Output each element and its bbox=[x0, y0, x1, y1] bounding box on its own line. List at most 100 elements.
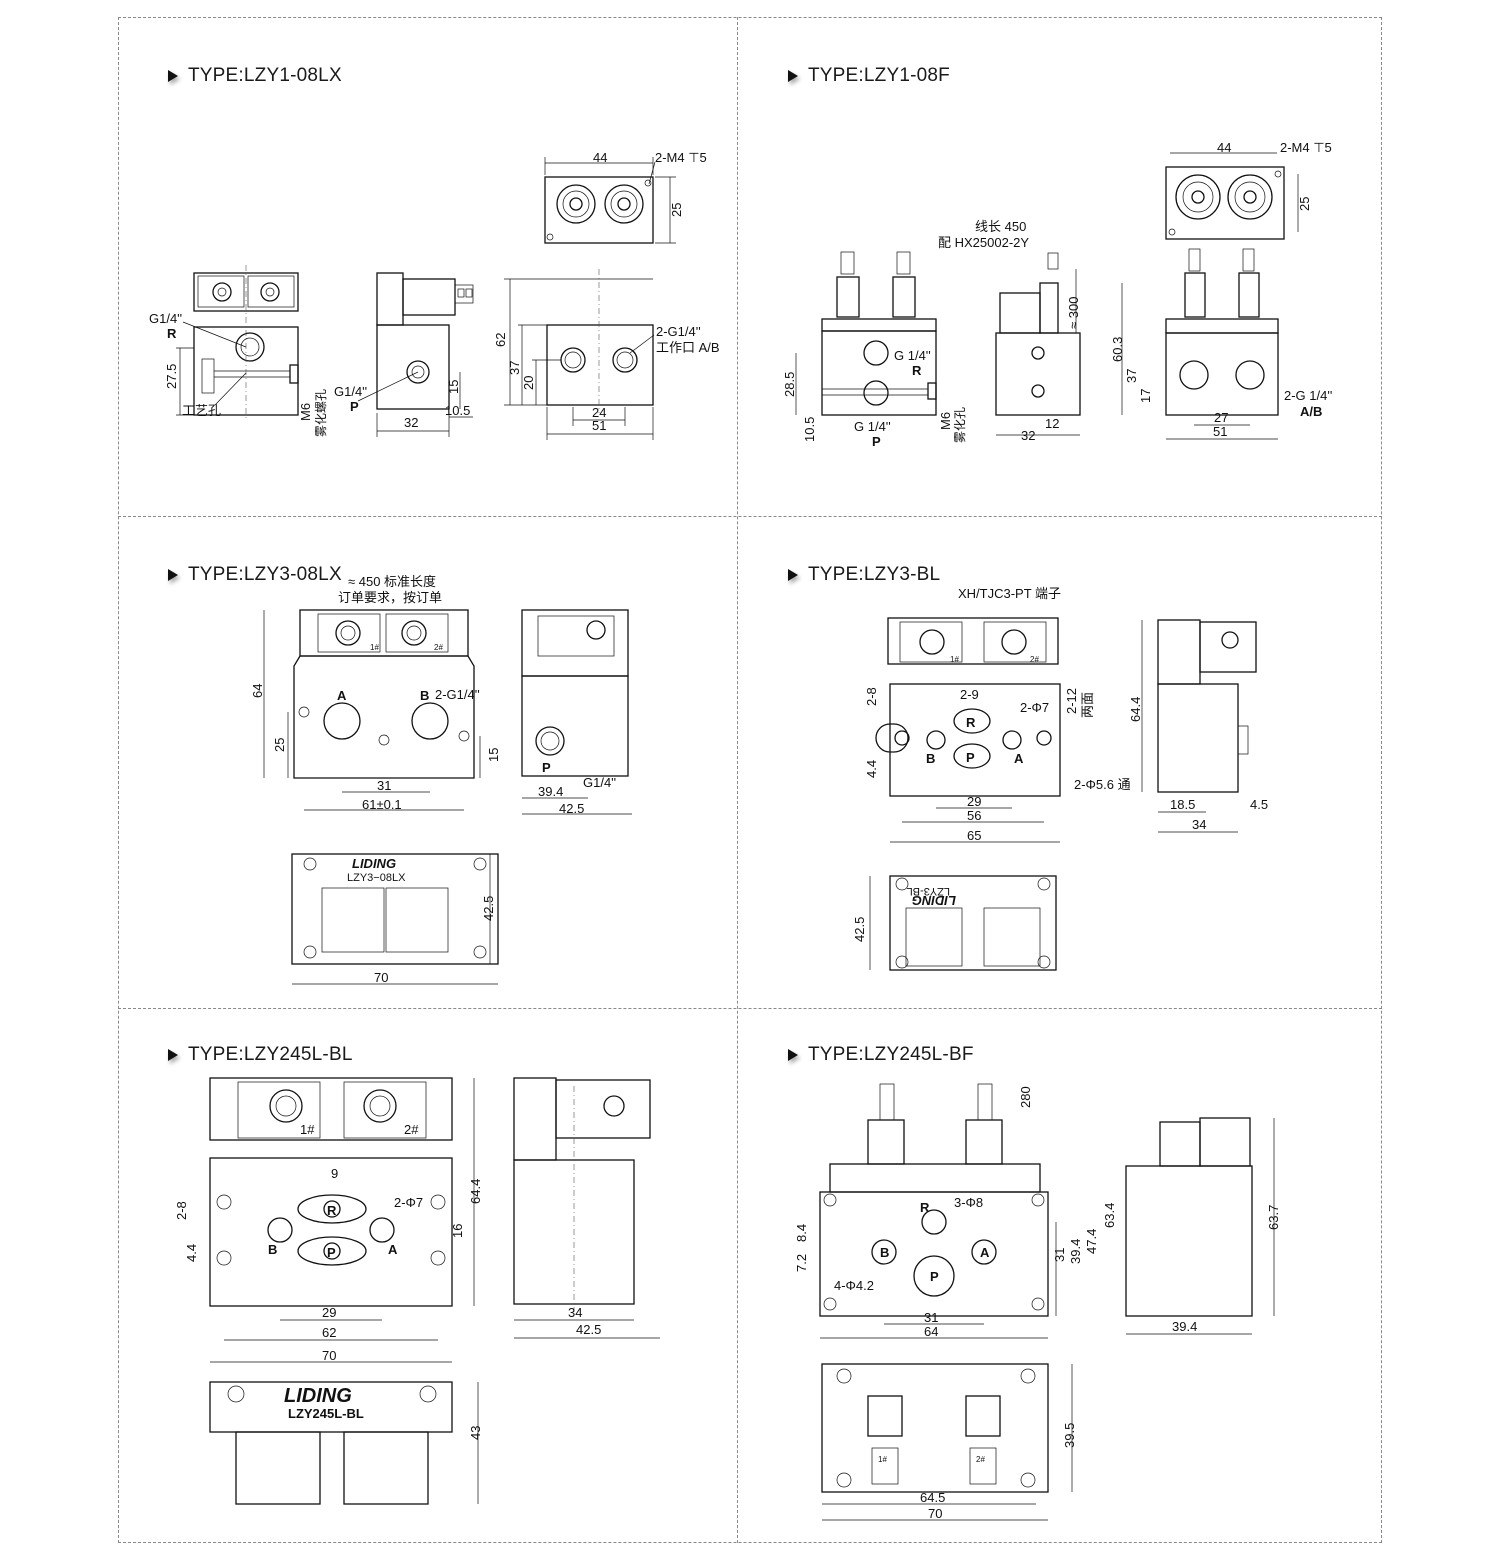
dim-51: 51 bbox=[1213, 424, 1227, 439]
dim-62: 62 bbox=[322, 1325, 336, 1340]
drawing-lzy3-bl: XH/TJC3-PT 端子 1# 2# R P B A 2-9 2-Φ7 2-8… bbox=[852, 586, 1268, 971]
label-phi7: 2-Φ7 bbox=[394, 1195, 423, 1210]
label-a: A bbox=[337, 688, 347, 703]
dim-42-5: 42.5 bbox=[559, 801, 584, 816]
drawing-lzy245l-bl: 1# 2# R P B A 9 2-Φ7 2-8 4.4 64.4 16 29 … bbox=[174, 1077, 660, 1505]
panel-lzy245l-bf: TYPE:LZY245L-BF R B A P 3-Φ8 4-Φ4.2 8.4 … bbox=[738, 1008, 1382, 1543]
label-g14-ab: 2-G1/4'' bbox=[435, 687, 480, 702]
side-view: 线长 450 配 HX25002-2Y ≈ 300 32 12 bbox=[938, 219, 1081, 443]
dim-32: 32 bbox=[1021, 428, 1035, 443]
panel-lzy3-08lx: TYPE:LZY3-08LX ≈ 450 标准长度 订单要求，按订单 1# 2#… bbox=[118, 516, 737, 1008]
bullet-arrow-icon bbox=[168, 569, 178, 581]
label-std-len: ≈ 450 标准长度 bbox=[348, 574, 436, 589]
dim-27-5: 27.5 bbox=[164, 364, 179, 389]
row-divider-2 bbox=[118, 1008, 1382, 1009]
label-model: LZY245L-BL bbox=[288, 1406, 364, 1421]
dim-39-4: 39.4 bbox=[538, 784, 563, 799]
dim-29: 29 bbox=[967, 794, 981, 809]
label-phi4-2: 4-Φ4.2 bbox=[834, 1278, 874, 1293]
dim-39-4b: 39.4 bbox=[1172, 1319, 1197, 1334]
label-m4: 2-M4 ⊤5 bbox=[655, 150, 707, 165]
label-r: R bbox=[167, 326, 177, 341]
dim-25: 25 bbox=[669, 203, 684, 217]
label-terminal: XH/TJC3-PT 端子 bbox=[958, 586, 1061, 601]
label-order: 订单要求，按订单 bbox=[338, 590, 442, 605]
drawing-sheet bbox=[118, 17, 1382, 1543]
label-r: R bbox=[920, 1200, 930, 1215]
label-coil2: 2# bbox=[1030, 655, 1039, 664]
dim-60-3: 60.3 bbox=[1110, 337, 1125, 362]
dim-31: 31 bbox=[1052, 1248, 1067, 1262]
label-wire-len: 线长 450 bbox=[975, 219, 1026, 234]
panel-title: TYPE:LZY1-08F bbox=[788, 65, 950, 87]
bullet-arrow-icon bbox=[788, 70, 798, 82]
dim-44: 44 bbox=[593, 150, 607, 165]
dim-9: 9 bbox=[331, 1166, 338, 1181]
dim-20: 20 bbox=[521, 376, 536, 390]
dim-64-5: 64.5 bbox=[920, 1490, 945, 1505]
dim-10-5: 10.5 bbox=[445, 403, 470, 418]
dim-70: 70 bbox=[928, 1506, 942, 1521]
panel-title: TYPE:LZY3-08LX bbox=[168, 564, 342, 586]
front-view: G 1/4'' R 28.5 10.5 G 1/4'' P M6 雾化孔 bbox=[782, 251, 967, 449]
label-p: P bbox=[966, 750, 975, 765]
drawing-lzy1-08lx: 44 2-M4 ⊤5 25 27.5 G1/4'' R 工艺孔 M6 雾化螺孔 bbox=[149, 150, 720, 440]
label-g14-r: G1/4'' bbox=[149, 311, 182, 326]
label-phi7: 2-Φ7 bbox=[1020, 700, 1049, 715]
dim-8-4: 8.4 bbox=[794, 1224, 809, 1242]
dim-42-5: 42.5 bbox=[852, 917, 867, 942]
side-view: 64.4 18.5 4.5 34 bbox=[1128, 619, 1268, 833]
panel-title-text: TYPE:LZY245L-BF bbox=[808, 1044, 974, 1065]
dim-32: 32 bbox=[404, 415, 418, 430]
label-g14-r: G 1/4'' bbox=[894, 348, 931, 363]
dim-2-8: 2-8 bbox=[864, 687, 879, 706]
dim-7-2: 7.2 bbox=[794, 1254, 809, 1272]
label-brand: LIDING bbox=[284, 1385, 352, 1407]
dim-31b: 31 bbox=[924, 1310, 938, 1325]
dim-44: 44 bbox=[1217, 140, 1231, 155]
drawing-lzy3-08lx: ≈ 450 标准长度 订单要求，按订单 1# 2# A B 2-G1/4'' 6… bbox=[250, 574, 632, 985]
dim-2-8: 2-8 bbox=[174, 1201, 189, 1220]
panel-title: TYPE:LZY245L-BF bbox=[788, 1044, 974, 1066]
label-brand: LIDING bbox=[352, 856, 396, 871]
dim-4-4: 4.4 bbox=[184, 1244, 199, 1262]
dim-24: 24 bbox=[592, 405, 606, 420]
panel-title: TYPE:LZY1-08LX bbox=[168, 65, 342, 87]
front-view: ≈ 450 标准长度 订单要求，按订单 1# 2# A B 2-G1/4'' 6… bbox=[250, 574, 501, 812]
label-p: P bbox=[350, 399, 359, 414]
drawing-lzy245l-bf: R B A P 3-Φ8 4-Φ4.2 8.4 7.2 280 31 64 31… bbox=[794, 1083, 1281, 1521]
dim-42-5: 42.5 bbox=[576, 1322, 601, 1337]
label-m6: M6 bbox=[298, 403, 313, 421]
bullet-arrow-icon bbox=[168, 1049, 178, 1061]
front-view: 27.5 G1/4'' R 工艺孔 M6 雾化螺孔 bbox=[149, 265, 328, 437]
dim-15: 15 bbox=[486, 748, 501, 762]
dim-65: 65 bbox=[967, 828, 981, 843]
dim-34: 34 bbox=[568, 1305, 582, 1320]
label-coil1: 1# bbox=[300, 1122, 315, 1137]
dim-12: 12 bbox=[1045, 416, 1059, 431]
label-a: A bbox=[1014, 751, 1024, 766]
front-view: XH/TJC3-PT 端子 1# 2# R P B A 2-9 2-Φ7 2-8… bbox=[864, 586, 1131, 843]
bullet-arrow-icon bbox=[168, 70, 178, 82]
right-view: 60.3 37 17 2-G 1/4'' A/B 27 51 bbox=[1110, 248, 1332, 440]
label-r: R bbox=[327, 1203, 337, 1218]
dim-25: 25 bbox=[1297, 197, 1312, 211]
label-two-sides: 两面 bbox=[1080, 692, 1095, 718]
side-view: 63.7 39.4 bbox=[1125, 1117, 1281, 1335]
top-view: 44 2-M4 ⊤5 25 bbox=[544, 150, 707, 244]
label-model: LZY3−08LX bbox=[347, 872, 406, 884]
label-g14-p: G1/4'' bbox=[334, 384, 367, 399]
label-g14-p: G 1/4'' bbox=[854, 419, 891, 434]
dim-64: 64 bbox=[924, 1324, 938, 1339]
label-model: LZY3-BL bbox=[907, 885, 950, 897]
side-view: P G1/4'' 39.4 42.5 bbox=[521, 609, 632, 816]
label-atomize: 雾化孔 bbox=[953, 407, 967, 443]
dim-42-5b: 42.5 bbox=[481, 896, 496, 921]
front-view: R B A P 3-Φ8 4-Φ4.2 8.4 7.2 280 31 64 31… bbox=[794, 1083, 1117, 1339]
dim-39-4: 39.4 bbox=[1068, 1239, 1083, 1264]
label-g14-ab: 2-G1/4'' bbox=[656, 324, 701, 339]
label-a: A bbox=[980, 1245, 990, 1260]
label-brand: LIDING bbox=[912, 893, 956, 908]
drawing-lzy1-08f: 44 2-M4 ⊤5 25 G 1/4'' R 28.5 10.5 G 1/4'… bbox=[782, 140, 1332, 449]
panel-title: TYPE:LZY245L-BL bbox=[168, 1044, 353, 1066]
